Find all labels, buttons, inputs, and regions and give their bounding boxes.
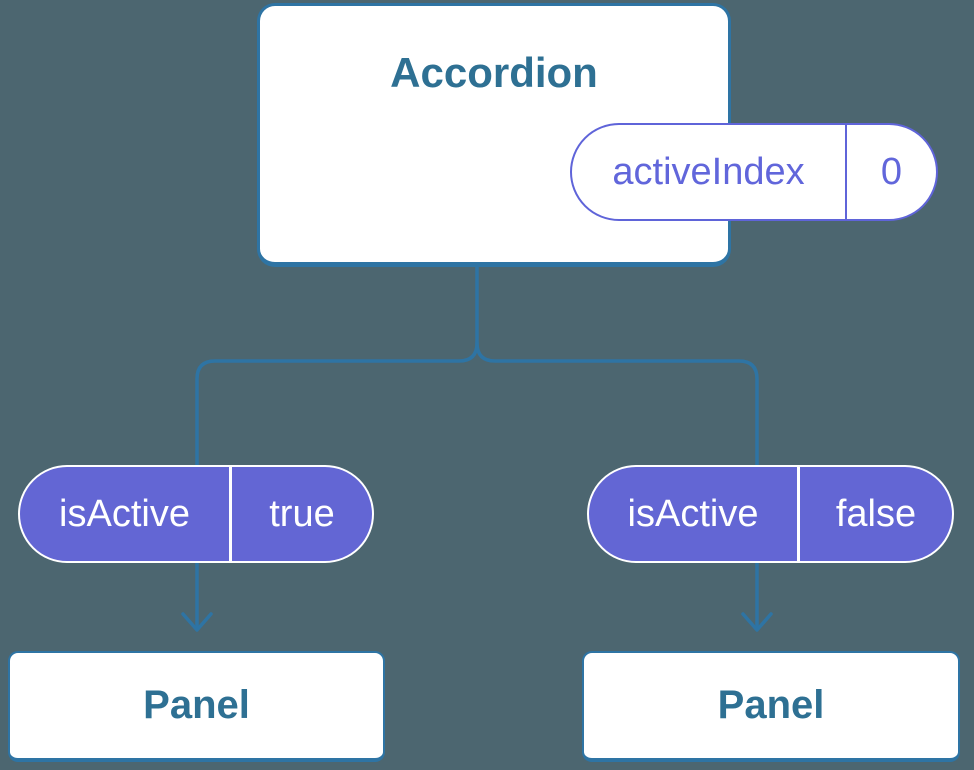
prop-value-label: true: [229, 467, 372, 561]
arrowhead-left-icon: [181, 612, 213, 632]
accordion-node-title: Accordion: [390, 49, 598, 96]
right-child-prop-pill: isActive false: [587, 465, 954, 563]
left-child-prop-pill: isActive true: [18, 465, 374, 563]
edge-root-to-right-child: [475, 341, 759, 630]
prop-name-label: isActive: [59, 493, 190, 535]
left-panel-node: Panel: [8, 651, 385, 762]
arrowhead-right-icon: [741, 612, 773, 632]
accordion-state-pill: activeIndex 0: [570, 123, 938, 221]
accordion-node: Accordion activeIndex 0: [257, 3, 938, 267]
right-panel-node: Panel: [582, 651, 960, 762]
prop-name-label: isActive: [627, 493, 759, 535]
prop-value-label: false: [797, 467, 952, 561]
edge-root-to-left-child: [195, 264, 479, 630]
panel-label: Panel: [717, 683, 825, 727]
panel-label: Panel: [143, 683, 250, 727]
state-value-label: 0: [845, 125, 936, 219]
state-name-label: activeIndex: [612, 151, 805, 193]
